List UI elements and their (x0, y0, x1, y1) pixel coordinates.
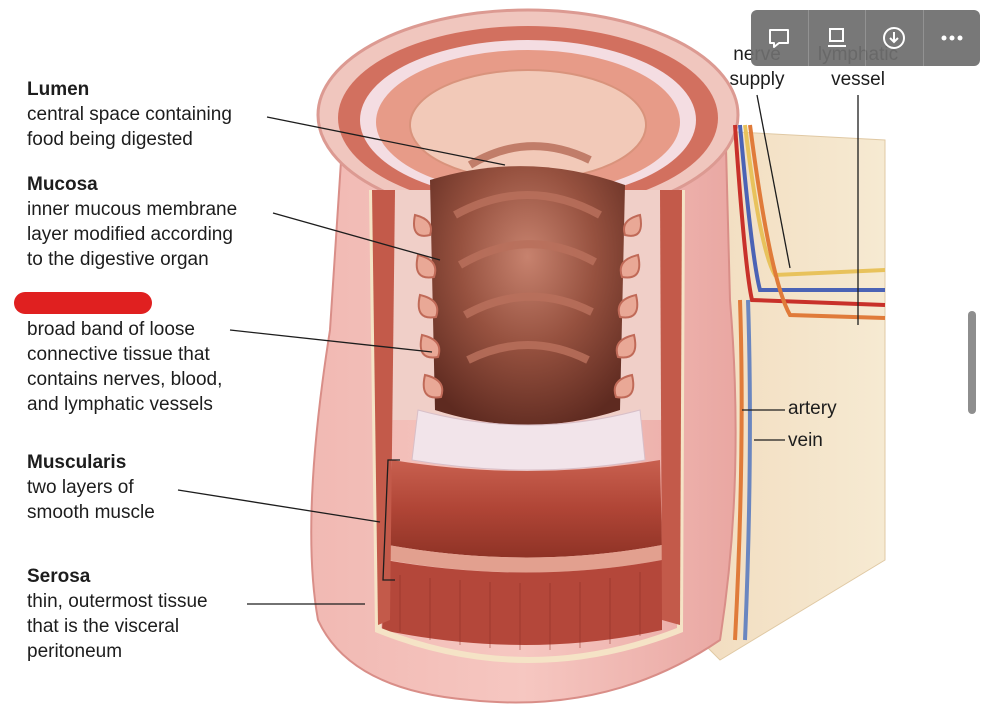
slides-icon (827, 28, 846, 47)
comment-icon (769, 29, 790, 48)
label-description: thin, outermost tissue that is the visce… (27, 591, 208, 662)
more-button[interactable] (924, 10, 981, 66)
redaction-scribble (14, 292, 152, 314)
image-toolbar (751, 10, 980, 66)
label-artery: artery (788, 398, 837, 419)
muscularis-layer-divider (388, 545, 662, 573)
comment-button[interactable] (751, 10, 809, 66)
wall-left-cut (372, 190, 395, 625)
submucosa-band (411, 409, 646, 471)
lumen-folds (453, 142, 602, 364)
label-submucosa: broad band of loose connective tissue th… (27, 317, 222, 417)
muscle-striations (399, 572, 641, 650)
download-button[interactable] (866, 10, 924, 66)
slides-button[interactable] (809, 10, 866, 66)
serosa-edge (369, 189, 685, 663)
download-icon (883, 27, 906, 49)
label-description: broad band of loose connective tissue th… (27, 319, 223, 415)
label-title: Serosa (27, 566, 91, 587)
label-title: Lumen (27, 79, 90, 100)
lumen-opening (409, 69, 647, 181)
label-muscularis: Muscularis two layers of smooth muscle (27, 450, 155, 525)
muscularis-longitudinal (382, 560, 662, 645)
muscularis-circular (388, 460, 662, 558)
leader-lines (177, 94, 859, 605)
label-description: inner mucous membrane layer modified acc… (27, 199, 238, 270)
label-serosa: Serosa thin, outermost tissue that is th… (27, 564, 208, 664)
label-vein: vein (788, 430, 823, 451)
label-lumen: Lumen central space containing food bein… (27, 77, 232, 152)
wall-right-cut (660, 190, 682, 625)
mucosa-villi (413, 213, 642, 399)
label-description: two layers of smooth muscle (27, 477, 155, 523)
vessels (733, 124, 886, 641)
label-description: central space containing food being dige… (27, 104, 232, 150)
scrollbar-thumb[interactable] (968, 311, 976, 414)
label-mucosa: Mucosa inner mucous membrane layer modif… (27, 172, 237, 272)
label-title: Mucosa (27, 174, 98, 195)
label-title: Muscularis (27, 452, 127, 473)
more-icon (941, 35, 963, 41)
